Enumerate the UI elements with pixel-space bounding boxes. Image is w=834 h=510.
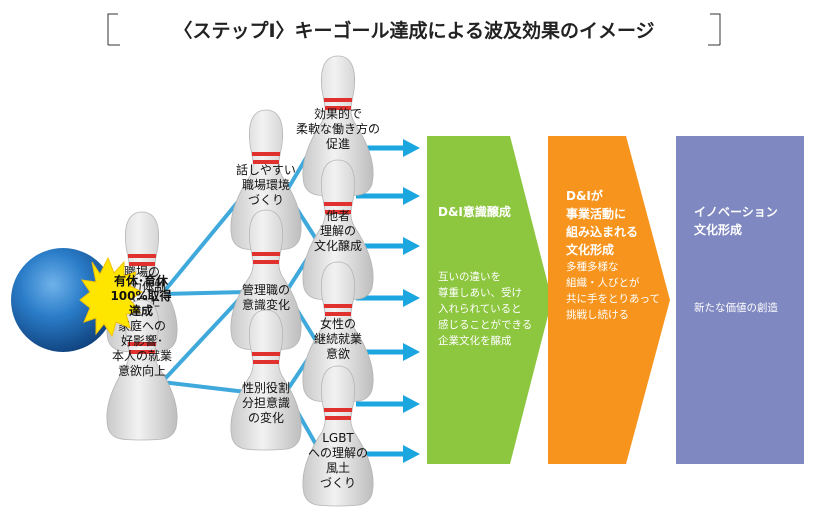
pin-stripe [324,408,352,412]
arrow-head [403,395,420,413]
pin-stripe [324,304,352,308]
stage-3-shape [676,136,804,464]
pin-hanashi: 話しやすい職場環境づくり [230,109,302,251]
pin-stripe [325,106,351,110]
pin-link-katei-seibetsu [161,380,247,394]
stage-3-heading: イノベーション文化形成 [694,205,778,237]
pin-label: 家庭への好影響･本人の就業意欲向上 [112,318,172,378]
pin-stripe [129,262,155,266]
pin-stripe [325,210,351,214]
pin-link-katei-kanrishoku [160,290,248,384]
page-title: 〈ステップⅠ〉キーゴール達成による波及効果のイメージ [173,19,654,42]
pin-stripe [253,160,279,164]
stage-1-heading: D&I意識醸成 [438,204,511,219]
arrow-head [403,445,420,463]
stage-2-heading: D&Iが事業活動に組み込まれる文化形成 [566,188,638,257]
arrow-head [403,289,420,307]
pin-stripe [128,342,156,346]
pin-stripe [252,252,280,256]
pin-kanrishoku: 管理職の意識変化 [230,209,302,351]
pin-stripe [129,350,155,354]
pins: 職場の協力体制の向上家庭への好影響･本人の就業意欲向上話しやすい職場環境づくり管… [106,55,380,507]
pin-stripe [252,352,280,356]
pin-stripe [325,416,351,420]
pin-stripe [253,360,279,364]
pin-stripe [253,260,279,264]
arrow-head [403,187,420,205]
stage-2-body: 多種多様な組織・人びとが共に手をとりあって挑戦し続ける [566,260,660,321]
title-frame: 〈ステップⅠ〉キーゴール達成による波及効果のイメージ [107,13,721,46]
arrows [356,139,420,463]
pin-stripe [325,312,351,316]
stage-1-shape [427,136,552,464]
bowling-ball [11,248,115,352]
pin-seibetsu: 性別役割分担意識の変化 [230,309,302,451]
pin-link-kyoryoku-hanashi [160,190,248,296]
pin-label: 話しやすい職場環境づくり [236,162,296,207]
pin-josei: 女性の継続就業意欲 [302,261,374,403]
pin-stripe [252,152,280,156]
stage-2-shape [548,136,670,464]
stage-3-body: 新たな価値の創造 [694,301,778,314]
pin-stripe [324,202,352,206]
pin-links [160,136,320,449]
impact-burst [79,256,143,338]
pin-label: 他者理解の文化醸成 [314,209,362,253]
pin-label: 性別役割分担意識の変化 [242,380,290,425]
stage-texts: D&I意識醸成互いの違いを尊重しあい、受け入れられていると感じることができる企業… [438,188,778,347]
stage-1-body: 互いの違いを尊重しあい、受け入れられていると感じることができる企業文化を醸成 [438,270,532,347]
pin-link-kyoryoku-kanrishoku [161,290,247,296]
stage-columns [427,136,804,464]
pin-label: 管理職の意識変化 [242,282,290,312]
arrow-head [403,343,420,361]
arrow-head [403,139,420,157]
pin-label: 効果的で柔軟な働き方の促進 [296,106,380,151]
arrow-head [403,237,420,255]
pin-label: 女性の継続就業意欲 [314,316,362,361]
pin-katei: 家庭への好影響･本人の就業意欲向上 [106,299,178,441]
pin-tasha: 他者理解の文化醸成 [302,159,374,301]
pin-stripe [128,254,156,258]
pin-stripe [324,98,352,102]
